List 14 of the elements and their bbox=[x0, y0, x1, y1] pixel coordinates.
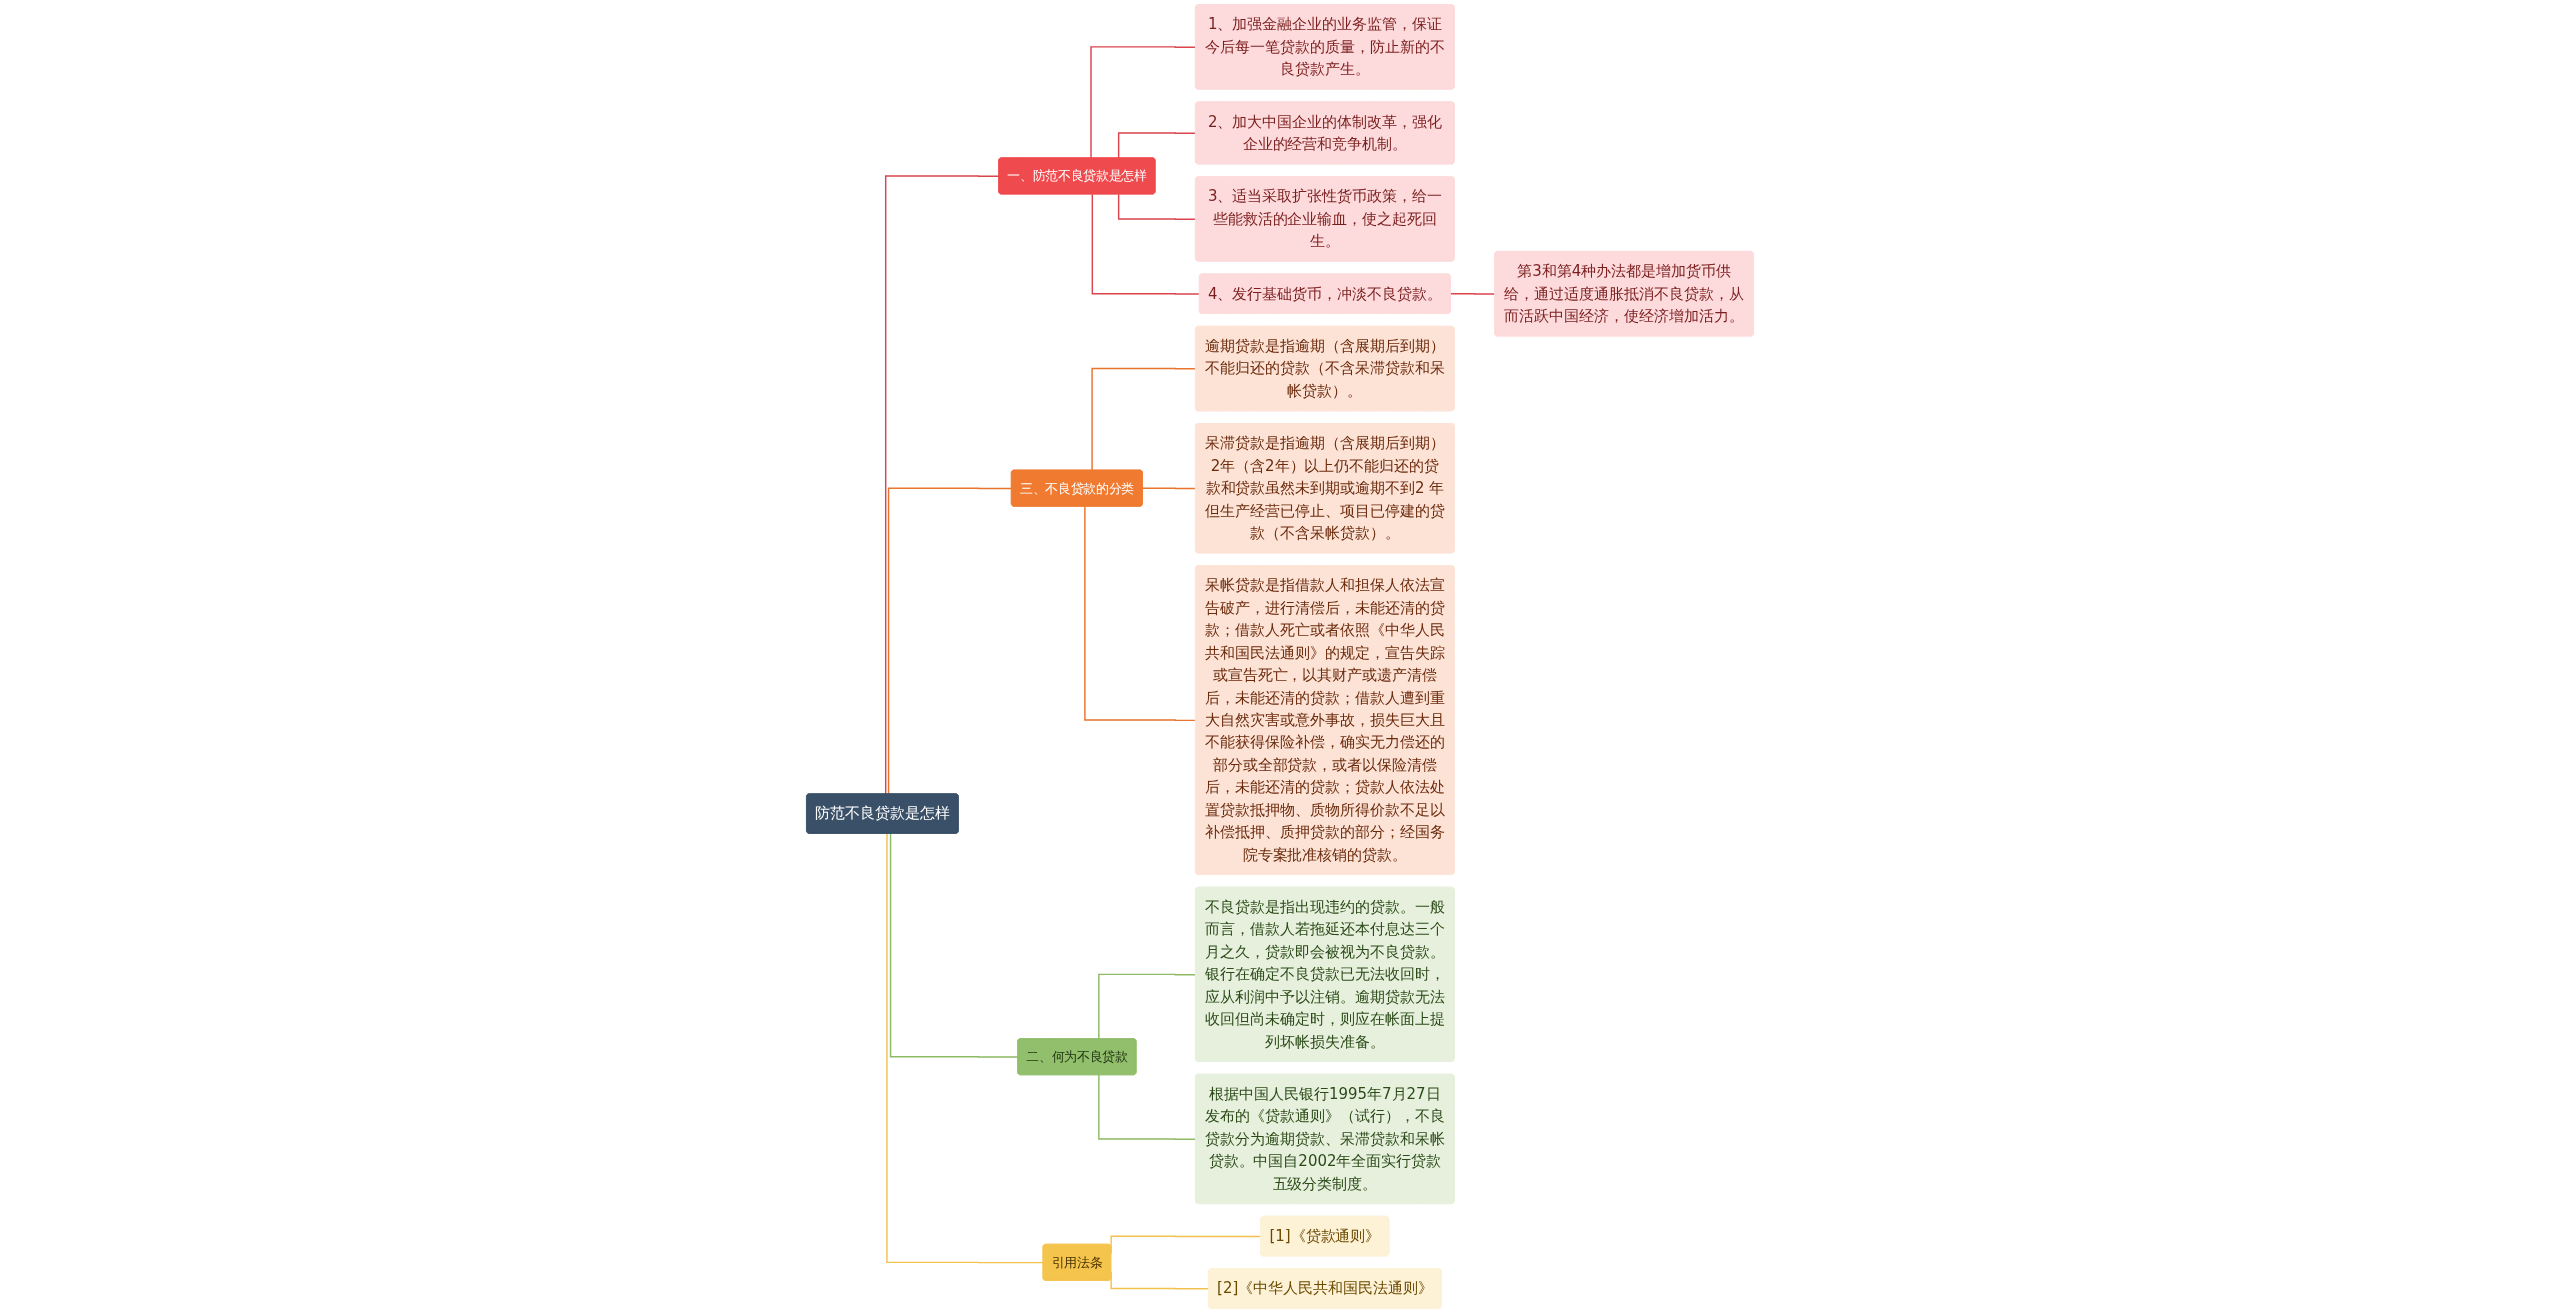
connector bbox=[887, 487, 1013, 795]
connector bbox=[885, 175, 1000, 795]
connector bbox=[1091, 367, 1197, 472]
connector bbox=[1090, 46, 1197, 159]
connector bbox=[1142, 487, 1197, 490]
connector bbox=[1084, 505, 1197, 722]
connector bbox=[886, 833, 1044, 1264]
connector bbox=[1098, 1074, 1197, 1140]
connector bbox=[1091, 193, 1201, 295]
connector bbox=[1098, 973, 1197, 1040]
connector bbox=[889, 833, 1019, 1058]
connector bbox=[1117, 193, 1197, 220]
connector bbox=[1117, 132, 1197, 159]
connector bbox=[1450, 293, 1496, 295]
